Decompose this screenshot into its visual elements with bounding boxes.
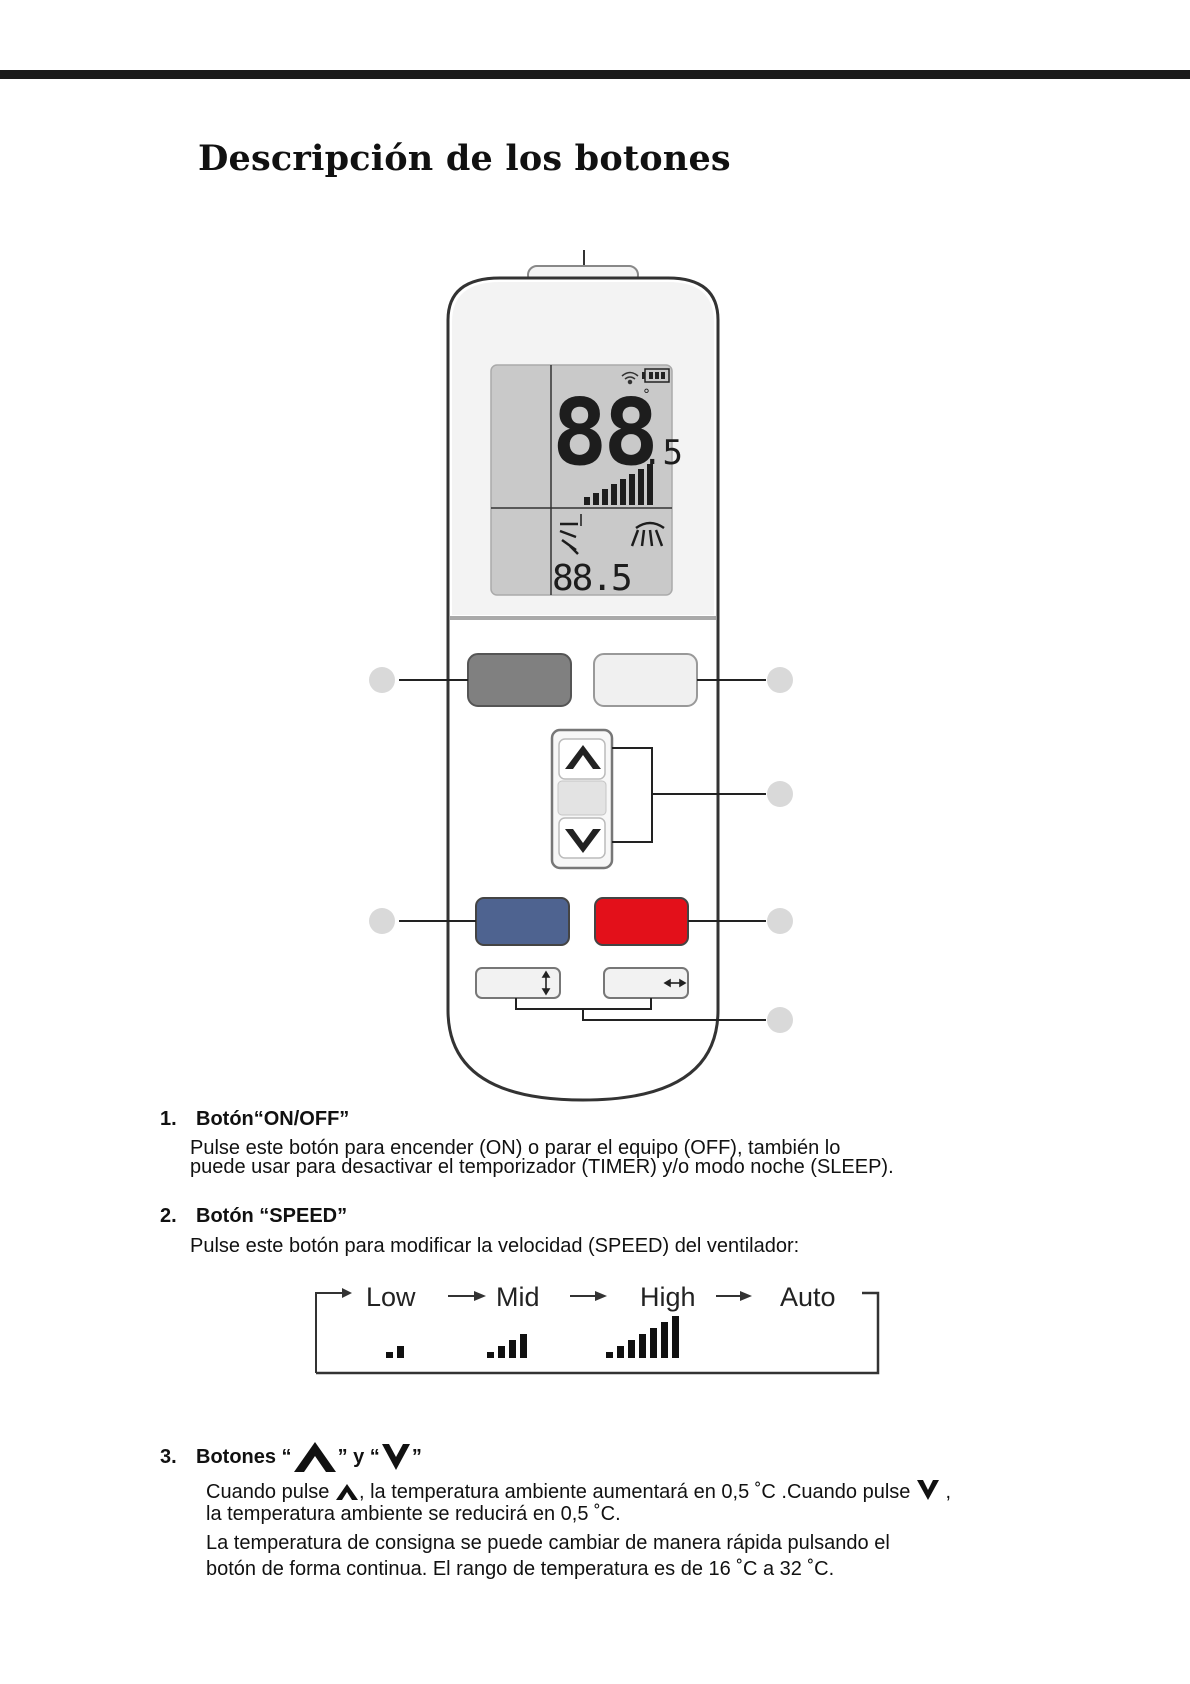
callout-heat [767, 908, 793, 934]
section-temp-line-2: la temperatura ambiente se reducirá en 0… [206, 1503, 621, 1525]
signal-icon [621, 371, 639, 385]
horizontal-swing-button [603, 967, 689, 999]
speed-bar [397, 1346, 404, 1358]
lcd-screen [490, 364, 673, 596]
speed-bar [386, 1352, 393, 1358]
speed-button [593, 653, 698, 707]
cool-button [475, 897, 570, 946]
lcd-main-temp: 88 [552, 379, 655, 486]
callout-on-off [369, 667, 395, 693]
battery-icon [642, 368, 670, 383]
signal-bars-icon [584, 464, 653, 505]
section-title-prefix: Botones “ [196, 1445, 292, 1468]
callout-temp [767, 781, 793, 807]
section-on-off: 1. Botón“ON/OFF” [160, 1108, 349, 1131]
section-temp-line-1: Cuando pulse , la temperatura ambiente a… [206, 1479, 951, 1502]
section-number: 3. [160, 1445, 177, 1468]
top-rule [0, 70, 1190, 79]
callout-cool [369, 908, 395, 934]
horizontal-arrows-icon [663, 978, 687, 988]
up-arrow-icon [293, 1442, 336, 1472]
heat-button [594, 897, 689, 946]
lcd-degree: ° [643, 387, 650, 403]
text-segment: , la temperatura ambiente aumentará en 0… [358, 1481, 916, 1503]
section-on-off-line-1: Pulse este botón para encender (ON) o pa… [190, 1137, 841, 1159]
speed-bar [487, 1352, 494, 1358]
up-arrow-icon [335, 1484, 358, 1500]
callout-swing [767, 1007, 793, 1033]
speed-bar [628, 1340, 635, 1358]
section-title-mid: ” y “ [337, 1445, 380, 1468]
arrow-icon [595, 1291, 607, 1301]
arrow-icon [474, 1291, 486, 1301]
vertical-swing-button [475, 967, 561, 999]
section-title: Botón “SPEED” [196, 1205, 348, 1227]
speed-bar [661, 1322, 668, 1358]
speed-bar [650, 1328, 657, 1358]
page-title: Descripción de los botones [198, 138, 731, 179]
callout-speed [767, 667, 793, 693]
remote-illustration: 88 .5 ° 88.5 [369, 250, 793, 1102]
down-arrow-icon [565, 829, 601, 853]
speed-bar [498, 1346, 505, 1358]
down-arrow-icon [916, 1480, 939, 1500]
down-arrow-icon [381, 1444, 410, 1470]
horizontal-swing-icon [630, 521, 665, 547]
speed-bar [606, 1352, 613, 1358]
arrow-icon [740, 1291, 752, 1301]
section-on-off-line-2: puede usar para desactivar el temporizad… [190, 1156, 894, 1178]
speed-label-mid: Mid [496, 1282, 540, 1312]
up-arrow-icon [565, 745, 601, 769]
section-speed-line-1: Pulse este botón para modificar la veloc… [190, 1235, 800, 1257]
section-number: 2. [160, 1205, 177, 1227]
section-speed: 2. Botón “SPEED” [160, 1205, 347, 1228]
speed-bar [520, 1334, 527, 1358]
section-temp: 3. Botones “ ” y “ ” [160, 1440, 422, 1474]
section-number: 1. [160, 1108, 177, 1130]
speed-label-low: Low [366, 1282, 416, 1312]
speed-bar [617, 1346, 624, 1358]
speed-bar [509, 1340, 516, 1358]
speed-label-auto: Auto [780, 1282, 836, 1312]
speed-bar [672, 1316, 679, 1358]
on-off-button [467, 653, 572, 707]
vertical-arrows-icon [541, 970, 551, 996]
speed-bars-group [386, 1316, 679, 1358]
text-segment: , [939, 1481, 952, 1503]
speed-bar [639, 1334, 646, 1358]
speed-label-high: High [640, 1282, 696, 1312]
section-temp-line-3: La temperatura de consigna se puede camb… [206, 1532, 890, 1554]
section-title: Botón“ON/OFF” [196, 1108, 350, 1130]
text-segment: Cuando pulse [206, 1481, 335, 1503]
section-title-suffix: ” [411, 1445, 422, 1468]
lcd-sub-temp: 88.5 [552, 558, 631, 599]
section-temp-line-4: botón de forma continua. El rango de tem… [206, 1558, 835, 1580]
vertical-swing-icon [559, 514, 582, 555]
